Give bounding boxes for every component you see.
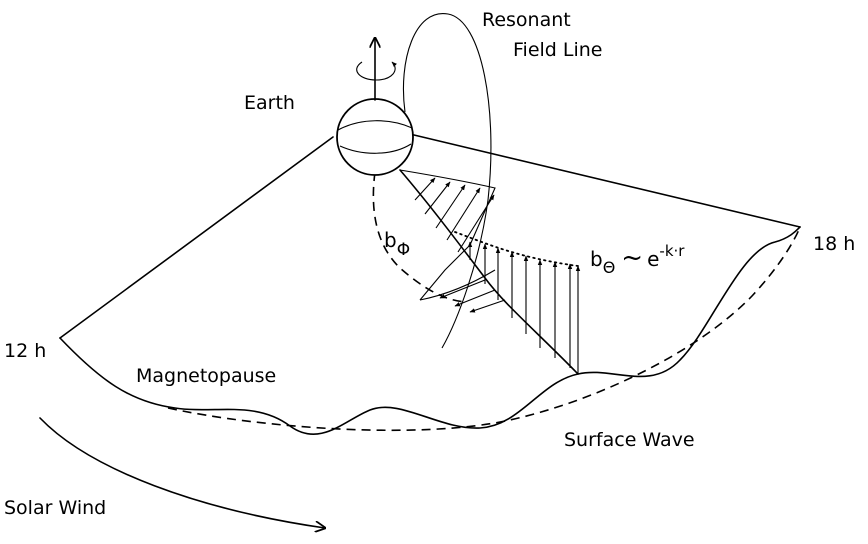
b-phi-arrows-upper bbox=[414, 177, 495, 253]
unperturbed-magnetopause bbox=[167, 226, 801, 432]
exponential-envelope bbox=[454, 231, 579, 267]
earth-globe bbox=[336, 98, 414, 176]
rotation-axis-icon bbox=[356, 38, 398, 101]
equatorial-plane bbox=[59, 134, 801, 339]
surface-wave-label: Surface Wave bbox=[564, 429, 695, 451]
earth-label: Earth bbox=[244, 92, 295, 114]
solar-wind-label: Solar Wind bbox=[4, 497, 106, 519]
b-phi-arrows-lower bbox=[439, 279, 506, 313]
b-theta-arrows bbox=[467, 241, 581, 374]
magnetopause-label: Magnetopause bbox=[136, 365, 276, 387]
b-phi-label: bΦ bbox=[384, 228, 410, 260]
b-theta-formula: bΘ~e-k·r bbox=[590, 242, 685, 277]
resonant-field-line bbox=[402, 13, 492, 349]
resonant-label: Resonant bbox=[482, 9, 571, 31]
field-line-label: Field Line bbox=[513, 39, 603, 61]
wave-envelope bbox=[399, 169, 579, 375]
hour-12-label: 12 h bbox=[4, 340, 46, 362]
solar-wind-arrow bbox=[39, 417, 325, 528]
magnetopause-surface-wave bbox=[59, 226, 801, 436]
hour-18-label: 18 h bbox=[813, 233, 855, 255]
